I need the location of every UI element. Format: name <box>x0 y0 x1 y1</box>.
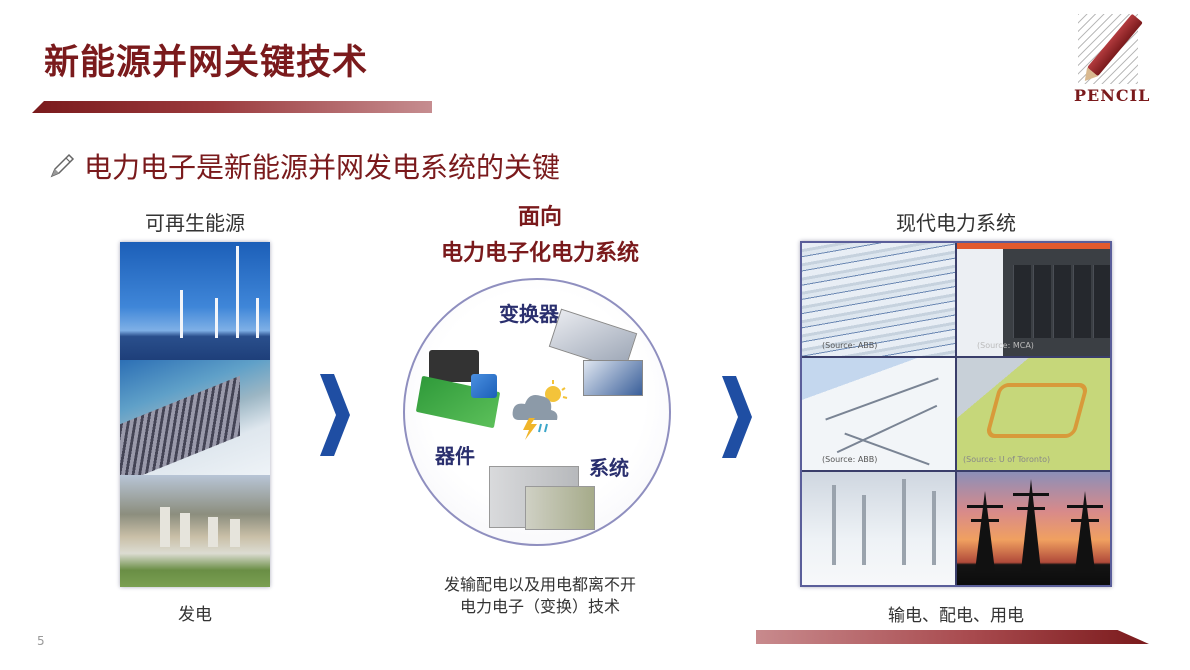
chevron-right-icon <box>722 376 752 458</box>
middle-heading-line2: 电力电子化电力系统 <box>440 241 639 266</box>
pencil-bullet-icon <box>50 153 75 178</box>
microgrid-diagram-image: (Source: U of Toronto) <box>957 357 1110 471</box>
middle-caption-line1: 发输配电以及用电都离不开 <box>443 575 636 594</box>
middle-caption: 发输配电以及用电都离不开 电力电子（变换）技术 <box>410 574 670 618</box>
generation-caption: 发电 <box>178 605 212 625</box>
chevron-right-icon <box>320 374 350 456</box>
slide-title: 新能源并网关键技术 <box>44 43 369 83</box>
power-electronics-circle: 变换器 器件 系统 <box>403 278 671 546</box>
subtitle: 电力电子是新能源并网发电系统的关键 <box>48 146 560 186</box>
subtitle-text: 电力电子是新能源并网发电系统的关键 <box>84 151 561 184</box>
substation-image <box>802 472 955 585</box>
source-label: (Source: U of Toronto) <box>963 455 1051 465</box>
switchgear-image <box>525 486 595 530</box>
middle-caption-line2: 电力电子（变换）技术 <box>459 597 620 616</box>
system-label: 系统 <box>589 456 629 480</box>
source-label: (Source: ABB) <box>822 455 878 465</box>
device-label: 器件 <box>435 444 475 468</box>
grid-diagram-image: (Source: ABB) <box>802 357 955 471</box>
weather-storm-icon <box>512 380 568 440</box>
converter-label: 变换器 <box>499 302 559 326</box>
hvdc-valve-hall-image: (Source: ABB) <box>802 243 955 356</box>
source-label: (Source: MCA) <box>977 340 1034 350</box>
middle-heading: 面向 电力电子化电力系统 <box>410 203 670 269</box>
renewable-heading: 可再生能源 <box>145 211 245 235</box>
wind-solar-image <box>120 242 270 360</box>
transmission-towers-image <box>957 472 1110 585</box>
middle-heading-line1: 面向 <box>517 205 562 230</box>
bottom-accent-bar <box>756 630 1149 644</box>
power-module-image <box>429 350 479 382</box>
inductor-cube-image <box>471 374 497 398</box>
logo-text: PENCIL <box>1074 86 1151 105</box>
converter-unit-image <box>583 360 643 396</box>
page-number: 5 <box>37 634 45 648</box>
source-label: (Source: ABB) <box>822 340 878 350</box>
modern-power-system-heading: 现代电力系统 <box>896 211 1016 235</box>
data-center-image: (Source: MCA) <box>957 243 1110 356</box>
pencil-logo: PENCIL <box>1070 10 1154 105</box>
modern-power-caption: 输电、配电、用电 <box>888 606 1024 626</box>
hydro-dam-image <box>120 360 270 485</box>
thermal-plant-image <box>120 475 270 587</box>
power-system-image-grid: (Source: ABB) (Source: MCA) (Source: ABB… <box>800 241 1112 587</box>
title-underline-bar <box>32 101 432 113</box>
generation-image-stack <box>120 242 270 587</box>
